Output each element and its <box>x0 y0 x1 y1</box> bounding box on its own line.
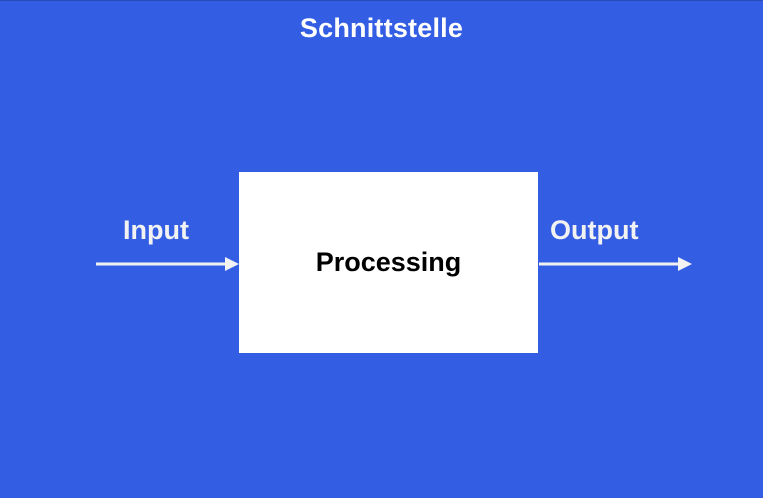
input-arrow <box>96 257 239 271</box>
output-arrow <box>539 257 692 271</box>
input-label: Input <box>123 215 189 245</box>
processing-box: Processing <box>239 172 538 353</box>
input-arrow-head <box>225 257 239 271</box>
processing-label: Processing <box>315 247 462 277</box>
diagram-title: Schnittstelle <box>299 13 464 43</box>
output-arrow-head <box>678 257 692 271</box>
output-label: Output <box>550 215 639 245</box>
